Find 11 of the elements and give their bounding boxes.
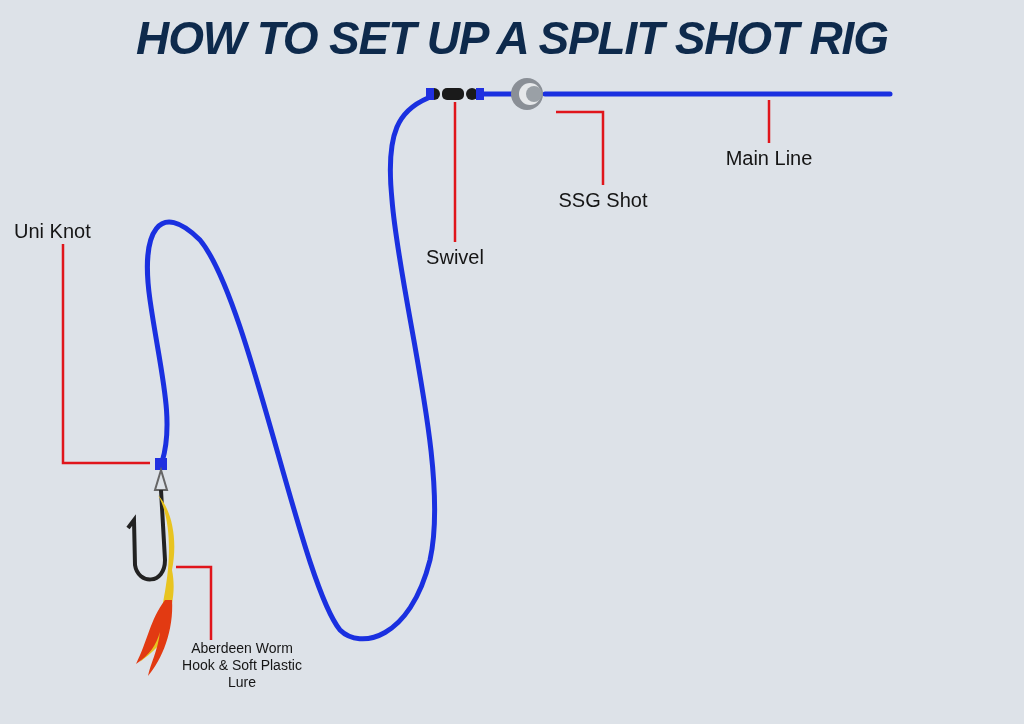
part-label: Aberdeen Worm Hook & Soft Plastic Lure: [180, 640, 304, 708]
leader-line: [176, 565, 213, 640]
part-label: Swivel: [412, 242, 498, 270]
part-label: Main Line: [706, 143, 832, 171]
part-label: SSG Shot: [545, 185, 661, 213]
title: HOW TO SET UP A SPLIT SHOT RIG: [135, 11, 889, 66]
leader-line: [556, 110, 605, 185]
part-label: Uni Knot: [14, 216, 114, 244]
leader-line: [61, 244, 150, 465]
leader-line: [767, 100, 771, 143]
leader-line: [453, 102, 457, 242]
